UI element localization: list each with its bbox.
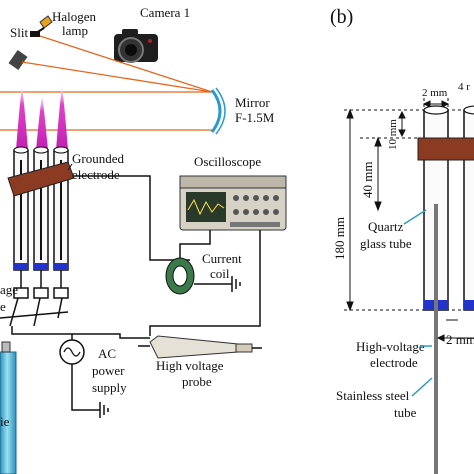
dimension-guides (344, 98, 474, 311)
tubes-b (423, 105, 474, 311)
power-label: power (92, 363, 125, 378)
quartz-label-2: glass tube (360, 236, 412, 251)
dim-2mm-bottom (436, 334, 474, 342)
slit (30, 31, 40, 37)
voltage-label-frag: age (0, 282, 18, 297)
grounded-electrode-b (417, 137, 474, 161)
halogen-label-2: lamp (62, 23, 88, 38)
oscilloscope-icon (179, 175, 287, 231)
dim-180mm (346, 108, 354, 312)
dim-2mm-top (422, 100, 450, 108)
dim-10mm (398, 110, 406, 138)
high-voltage-probe-icon (138, 335, 262, 359)
grounded-label-2: electrode (72, 167, 120, 182)
ground-symbol-coil (194, 276, 241, 292)
dim-2mm-bottom-label: 2 mm (446, 332, 474, 347)
gas-manifold (0, 270, 69, 327)
mirror-label-2: F-1.5M (235, 110, 275, 125)
cylinder-label-frag: ie (0, 414, 10, 429)
electrode-rods-b (434, 204, 438, 474)
hv-electrode-label-1: High-voltage (356, 339, 425, 354)
ground-wire (74, 175, 190, 261)
hv-probe-label-2: probe (182, 374, 212, 389)
panel-b-label: (b) (330, 6, 353, 28)
ss-tube-label-2: tube (394, 405, 417, 420)
current-coil-label-2: coil (210, 266, 230, 281)
ac-power-supply-icon (59, 339, 85, 365)
slit-label: Slit (10, 25, 28, 40)
mirror-label-1: Mirror (235, 95, 270, 110)
ss-tube-pointer (411, 377, 433, 397)
scope-wires (149, 230, 261, 336)
oscilloscope-label: Oscilloscope (194, 154, 261, 169)
camera-label: Camera 1 (140, 5, 190, 20)
quartz-label-1: Quartz (368, 219, 404, 234)
grounded-electrode (7, 161, 75, 197)
dim-40mm-label: 40 mm (360, 162, 375, 198)
ac-wires (11, 326, 150, 411)
curved-mirror (210, 87, 226, 135)
quartz-pointer (403, 209, 427, 225)
supply-label: supply (92, 380, 127, 395)
ss-tube-label-1: Stainless steel (336, 388, 410, 403)
electrode-label-frag: e (0, 299, 6, 314)
grounded-label-1: Grounded (72, 151, 124, 166)
dim-2mm-top-label: 2 mm (422, 87, 448, 99)
dim-4mm-label: 4 r (458, 81, 470, 93)
current-coil-icon (165, 257, 195, 295)
halogen-lamp (35, 15, 53, 34)
ac-label: AC (98, 346, 116, 361)
ground-symbol-ac (99, 402, 109, 418)
halogen-label-1: Halogen (52, 9, 97, 24)
dim-10mm-label: 10 mm (387, 119, 399, 150)
hv-probe-label-1: High voltage (156, 358, 224, 373)
hv-electrode-label-2: electrode (370, 355, 418, 370)
plasma-jets (16, 86, 68, 150)
camera-icon (114, 29, 158, 63)
current-coil-label-1: Current (202, 251, 242, 266)
laser-beams (0, 35, 213, 131)
dim-180mm-label: 180 mm (332, 217, 347, 260)
small-mirror (8, 50, 28, 70)
gas-cylinder (0, 341, 17, 474)
dim-40mm (374, 136, 382, 212)
